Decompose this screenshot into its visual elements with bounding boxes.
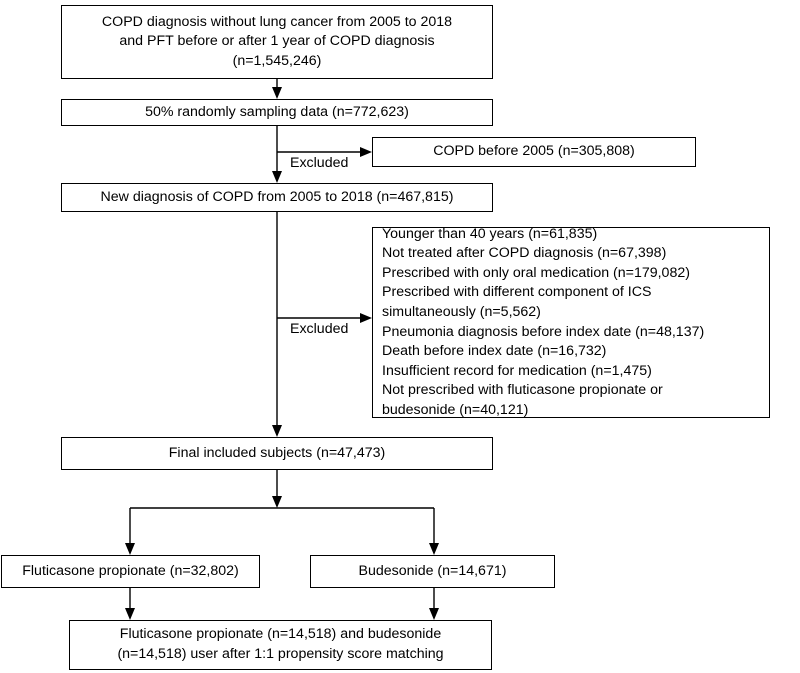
arrowhead-budesonide-to-matched <box>429 608 439 620</box>
arrowhead-sampling-to-newdx <box>272 171 282 183</box>
arrowhead-excluded-prior-copd <box>360 147 372 157</box>
fluticasone-arm-box: Fluticasone propionate (n=32,802) <box>1 555 260 588</box>
budesonide-arm-line-1: Budesonide (n=14,671) <box>358 562 507 579</box>
excluded-criteria-line-2: Not treated after COPD diagnosis (n=67,3… <box>382 245 667 262</box>
source-cohort-line-3: (n=1,545,246) <box>232 52 322 69</box>
fluticasone-arm-line-1: Fluticasone propionate (n=32,802) <box>22 562 239 579</box>
new-diagnosis-line-1: New diagnosis of COPD from 2005 to 2018 … <box>100 188 454 205</box>
excluded-criteria-line-10: budesonide (n=40,121) <box>382 401 529 418</box>
excluded-criteria-line-1: Younger than 40 years (n=61,835) <box>382 225 598 242</box>
excluded-criteria-line-3: Prescribed with only oral medication (n=… <box>382 264 690 281</box>
matched-cohort-box: Fluticasone propionate (n=14,518) and bu… <box>69 620 492 670</box>
final-included-box: Final included subjects (n=47,473) <box>61 437 493 470</box>
source-cohort-line-2: and PFT before or after 1 year of COPD d… <box>119 33 435 50</box>
arrowhead-split-to-fluticasone <box>125 543 135 555</box>
sampling-box: 50% randomly sampling data (n=772,623) <box>61 99 493 126</box>
excluded-prior-copd-box: COPD before 2005 (n=305,808) <box>372 137 696 167</box>
arrowhead-fluticasone-to-matched <box>125 608 135 620</box>
arrowhead-final-to-split <box>272 496 282 508</box>
excluded-criteria-line-9: Not prescribed with fluticasone propiona… <box>382 382 663 399</box>
excluded-criteria-line-5: simultaneously (n=5,562) <box>382 303 541 320</box>
matched-cohort-line-1: Fluticasone propionate (n=14,518) and bu… <box>119 626 442 643</box>
excluded-criteria-line-4: Prescribed with different component of I… <box>382 284 652 301</box>
excluded-criteria-box: Younger than 40 years (n=61,835) Not tre… <box>372 225 770 418</box>
budesonide-arm-box: Budesonide (n=14,671) <box>310 555 555 588</box>
excluded-criteria-line-6: Pneumonia diagnosis before index date (n… <box>382 323 705 340</box>
arrowhead-excluded-criteria <box>360 313 372 323</box>
arrowhead-source-to-sampling <box>272 87 282 99</box>
arrowhead-newdx-to-final <box>272 425 282 437</box>
excluded-prior-copd-line-1: COPD before 2005 (n=305,808) <box>433 143 635 160</box>
final-included-line-1: Final included subjects (n=47,473) <box>168 444 386 461</box>
excluded-criteria-line-7: Death before index date (n=16,732) <box>382 343 607 360</box>
source-cohort-box: COPD diagnosis without lung cancer from … <box>61 5 493 79</box>
excluded-label-2: Excluded <box>290 321 349 337</box>
matched-cohort-line-2: (n=14,518) user after 1:1 propensity sco… <box>117 646 444 662</box>
excluded-label-1: Excluded <box>290 155 349 171</box>
excluded-criteria-line-8: Insufficient record for medication (n=1,… <box>382 362 652 379</box>
source-cohort-line-1: COPD diagnosis without lung cancer from … <box>101 13 453 30</box>
sampling-line-1: 50% randomly sampling data (n=772,623) <box>145 103 409 120</box>
arrowhead-split-to-budesonide <box>429 543 439 555</box>
new-diagnosis-box: New diagnosis of COPD from 2005 to 2018 … <box>61 183 493 212</box>
